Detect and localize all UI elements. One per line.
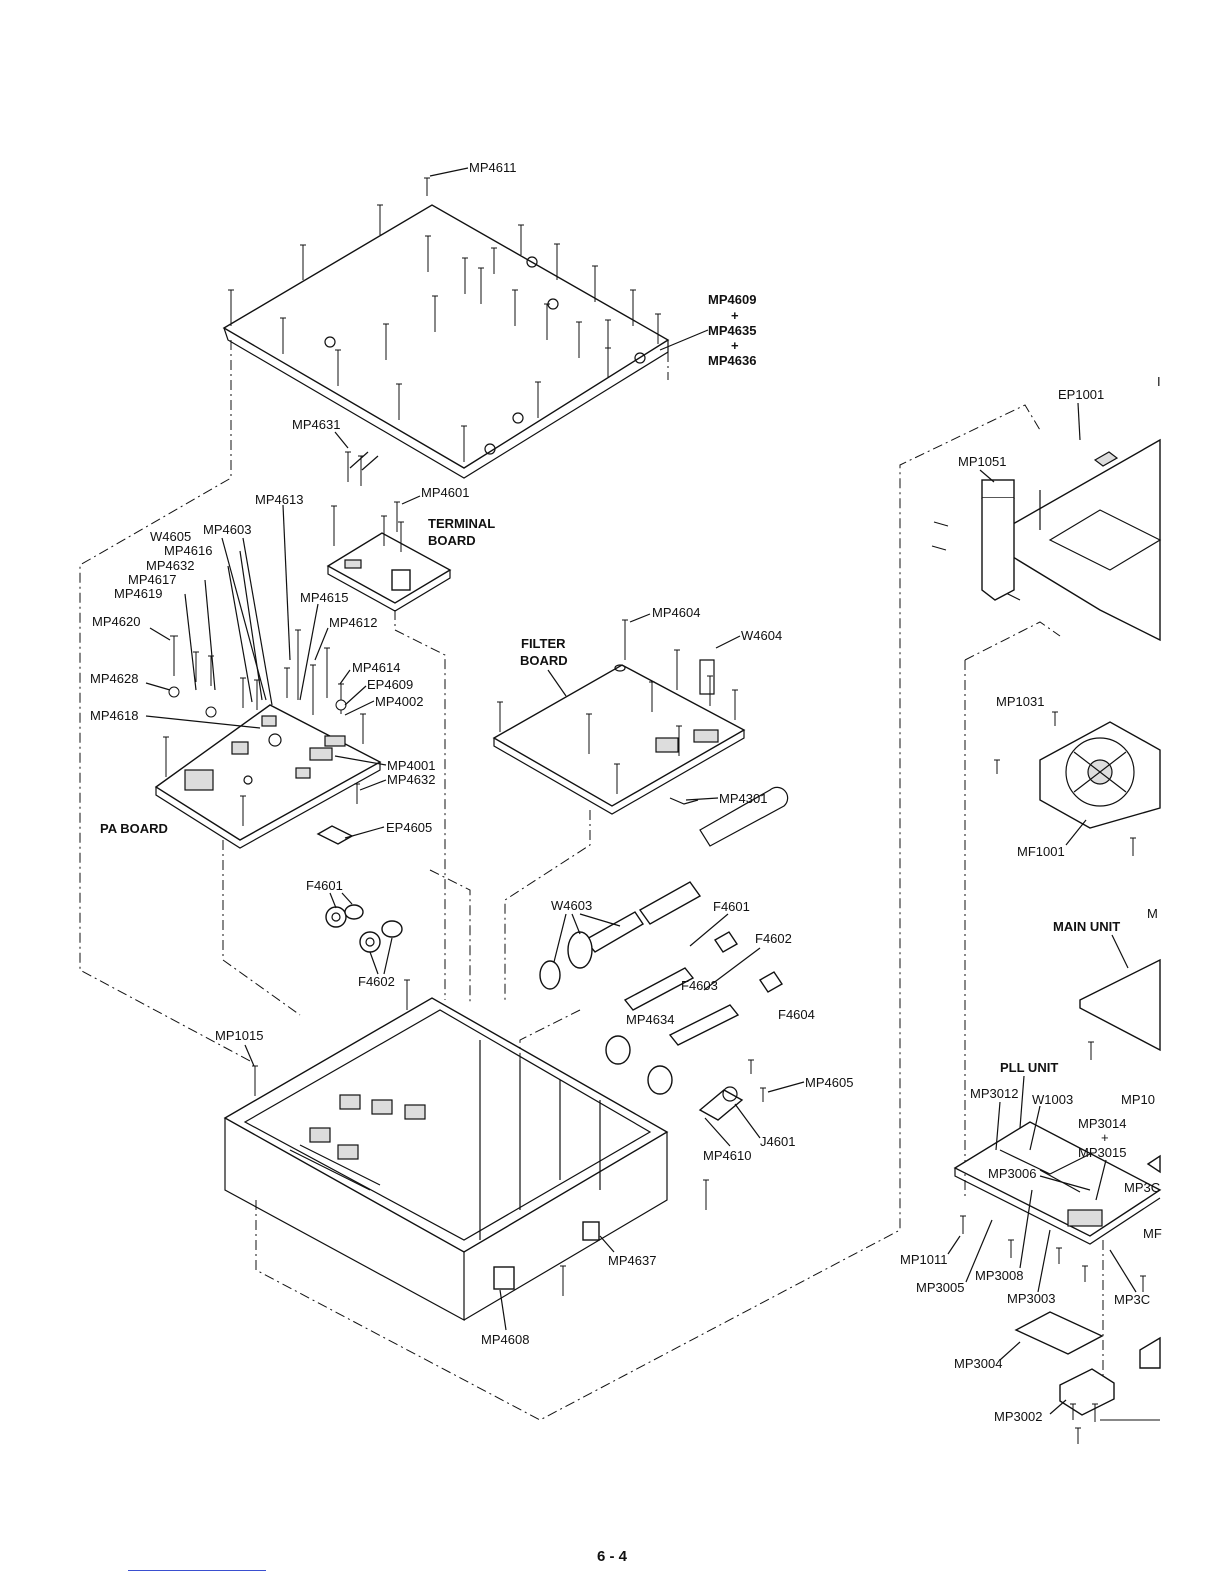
- label-mp4605: MP4605: [805, 1075, 853, 1090]
- label-w4603: W4603: [551, 898, 592, 913]
- terminal-board: [326, 451, 452, 612]
- label-mp4612: MP4612: [329, 615, 377, 630]
- label-terminal-board-2: BOARD: [428, 533, 476, 548]
- filter-board: [492, 659, 746, 815]
- pa-board: [154, 704, 382, 849]
- label-mp4611: MP4611: [469, 160, 516, 175]
- label-mp4610: MP4610: [703, 1148, 751, 1163]
- label-mp4616: MP4616: [164, 543, 212, 558]
- label-w4605: W4605: [150, 529, 191, 544]
- label-f4601-b: F4601: [713, 899, 750, 914]
- label-mp3005: MP3005: [916, 1280, 964, 1295]
- label-mp4628: MP4628: [90, 671, 138, 686]
- label-ep4609: EP4609: [367, 677, 413, 692]
- label-mp4618: MP4618: [90, 708, 138, 723]
- label-main-unit: MAIN UNIT: [1053, 919, 1120, 934]
- top-cover-plate: [222, 204, 670, 479]
- label-pll-unit: PLL UNIT: [1000, 1060, 1058, 1075]
- label-plus-2: +: [731, 338, 739, 353]
- terminal-board-screws: [331, 451, 404, 552]
- label-mp4635: MP4635: [708, 323, 756, 338]
- label-f4604: F4604: [778, 1007, 815, 1022]
- chassis-screws: [252, 979, 766, 1296]
- label-mp3006: MP3006: [988, 1166, 1036, 1181]
- label-mp4608: MP4608: [481, 1332, 529, 1347]
- label-m-edge: M: [1147, 906, 1158, 921]
- label-mp4615: MP4615: [300, 590, 348, 605]
- footer-link-underline: [128, 1570, 266, 1571]
- label-i-edge: I: [1157, 374, 1161, 389]
- label-mp4301: MP4301: [719, 791, 767, 806]
- label-mp3002: MP3002: [994, 1409, 1042, 1424]
- label-mp4632-b: MP4632: [387, 772, 435, 787]
- label-mp3008: MP3008: [975, 1268, 1023, 1283]
- page-number: 6 - 4: [596, 1548, 627, 1565]
- label-mp4636: MP4636: [708, 353, 756, 368]
- label-mp3012: MP3012: [970, 1086, 1018, 1101]
- label-mp30-edge-a: MP3C: [1124, 1180, 1160, 1195]
- label-mf-edge: MF: [1143, 1226, 1162, 1241]
- top-cover-screws: [228, 177, 661, 462]
- right-chassis-frame: [981, 438, 1162, 642]
- label-mp4617: MP4617: [128, 572, 176, 587]
- label-plus-3: +: [1101, 1130, 1109, 1145]
- label-mp1051: MP1051: [958, 454, 1006, 469]
- label-mp4604: MP4604: [652, 605, 700, 620]
- label-j4601: J4601: [760, 1134, 795, 1149]
- label-mp10-edge: MP10: [1121, 1092, 1155, 1107]
- chassis: [223, 997, 669, 1322]
- label-mp4001: MP4001: [387, 758, 435, 773]
- label-mp1015: MP1015: [215, 1028, 263, 1043]
- label-w4604: W4604: [741, 628, 782, 643]
- label-filter-board-2: BOARD: [520, 653, 568, 668]
- label-mp4637: MP4637: [608, 1253, 656, 1268]
- pll-unit-screws: [960, 1215, 1160, 1444]
- pa-board-leaders: [145, 504, 387, 839]
- label-mp4634: MP4634: [626, 1012, 674, 1027]
- label-f4603: F4603: [681, 978, 718, 993]
- label-mp4601: MP4601: [421, 485, 469, 500]
- label-ep1001: EP1001: [1058, 387, 1104, 402]
- label-f4602-b: F4602: [755, 931, 792, 946]
- label-mp4619: MP4619: [114, 586, 162, 601]
- label-mp4613: MP4613: [255, 492, 303, 507]
- right-frame-screws: [931, 521, 949, 551]
- label-mp1031: MP1031: [996, 694, 1044, 709]
- label-f4602-a: F4602: [358, 974, 395, 989]
- label-mp4631: MP4631: [292, 417, 340, 432]
- label-mp30-edge-b: MP3C: [1114, 1292, 1150, 1307]
- fuse-holder-parts: [325, 786, 789, 1121]
- label-mp4002: MP4002: [375, 694, 423, 709]
- label-plus-1: +: [731, 308, 739, 323]
- label-mp4603: MP4603: [203, 522, 251, 537]
- filter-board-screws: [497, 619, 738, 794]
- cooling-fan: [1039, 721, 1161, 829]
- label-mp4620: MP4620: [92, 614, 140, 629]
- ep4605-plate: [316, 825, 354, 845]
- label-ep4605: EP4605: [386, 820, 432, 835]
- label-mp3004: MP3004: [954, 1356, 1002, 1371]
- construction-lines: [79, 340, 1061, 1421]
- main-unit-board: [1079, 958, 1161, 1052]
- label-filter-board-1: FILTER: [521, 636, 566, 651]
- fan-screws: [994, 711, 1136, 856]
- label-pa-board: PA BOARD: [100, 821, 168, 836]
- label-f4601-a: F4601: [306, 878, 343, 893]
- main-unit-screw: [1088, 1041, 1094, 1060]
- label-mp4632-a: MP4632: [146, 558, 194, 573]
- label-mp1011: MP1011: [900, 1252, 947, 1267]
- label-mf1001: MF1001: [1017, 844, 1065, 859]
- label-mp3003: MP3003: [1007, 1291, 1055, 1306]
- label-mp3014: MP3014: [1078, 1116, 1126, 1131]
- label-mp4609: MP4609: [708, 292, 756, 307]
- label-mp4614: MP4614: [352, 660, 400, 675]
- label-w1003: W1003: [1032, 1092, 1073, 1107]
- label-mp3015: MP3015: [1078, 1145, 1126, 1160]
- label-terminal-board-1: TERMINAL: [428, 516, 495, 531]
